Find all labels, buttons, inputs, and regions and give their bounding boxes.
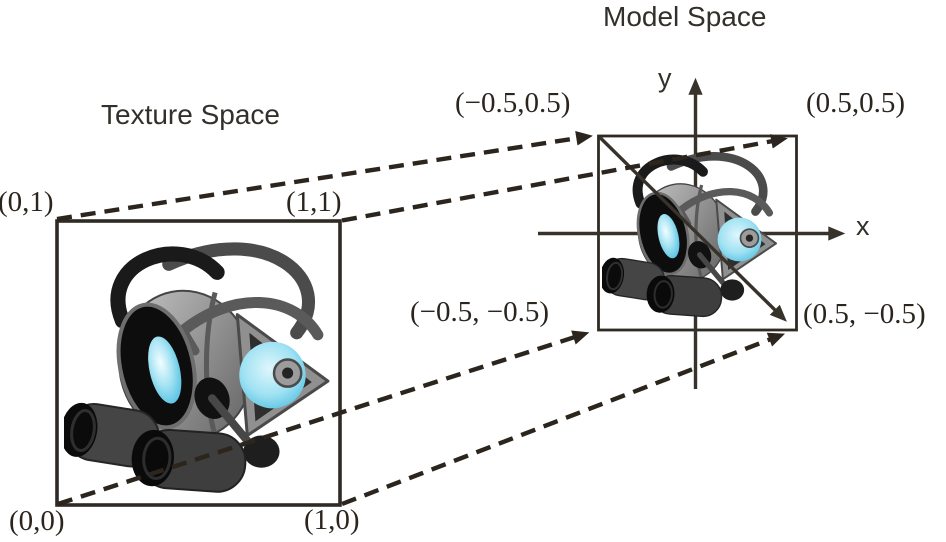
robot-illustration-texture (57, 249, 328, 494)
texture-corner-bottom-right-label: (1,0) (304, 504, 360, 536)
robot-illustration-model (597, 156, 776, 317)
y-axis-label: y (658, 63, 672, 93)
mapping-arrow-bottom-right (341, 332, 786, 507)
texture-space-title: Texture Space (101, 99, 280, 130)
model-corner-top-right-label: (0.5,0.5) (806, 87, 906, 119)
texture-corner-top-left-label: (0,1) (0, 186, 54, 218)
texture-corner-top-right-label: (1,1) (286, 186, 342, 218)
texture-square (55, 219, 342, 507)
model-corner-bottom-left-label: (−0.5, −0.5) (410, 296, 550, 328)
mapping-arrow-bottom-left (57, 330, 590, 507)
model-corner-bottom-right-label: (0.5, −0.5) (803, 298, 926, 330)
model-space-title: Model Space (603, 1, 767, 32)
x-axis-label: x (856, 211, 870, 241)
mapping-arrow-top-left (56, 130, 593, 222)
texture-corner-bottom-left-label: (0,0) (9, 505, 65, 537)
mapping-arrow-top-right (341, 134, 788, 223)
model-corner-top-left-label: (−0.5,0.5) (455, 87, 571, 119)
